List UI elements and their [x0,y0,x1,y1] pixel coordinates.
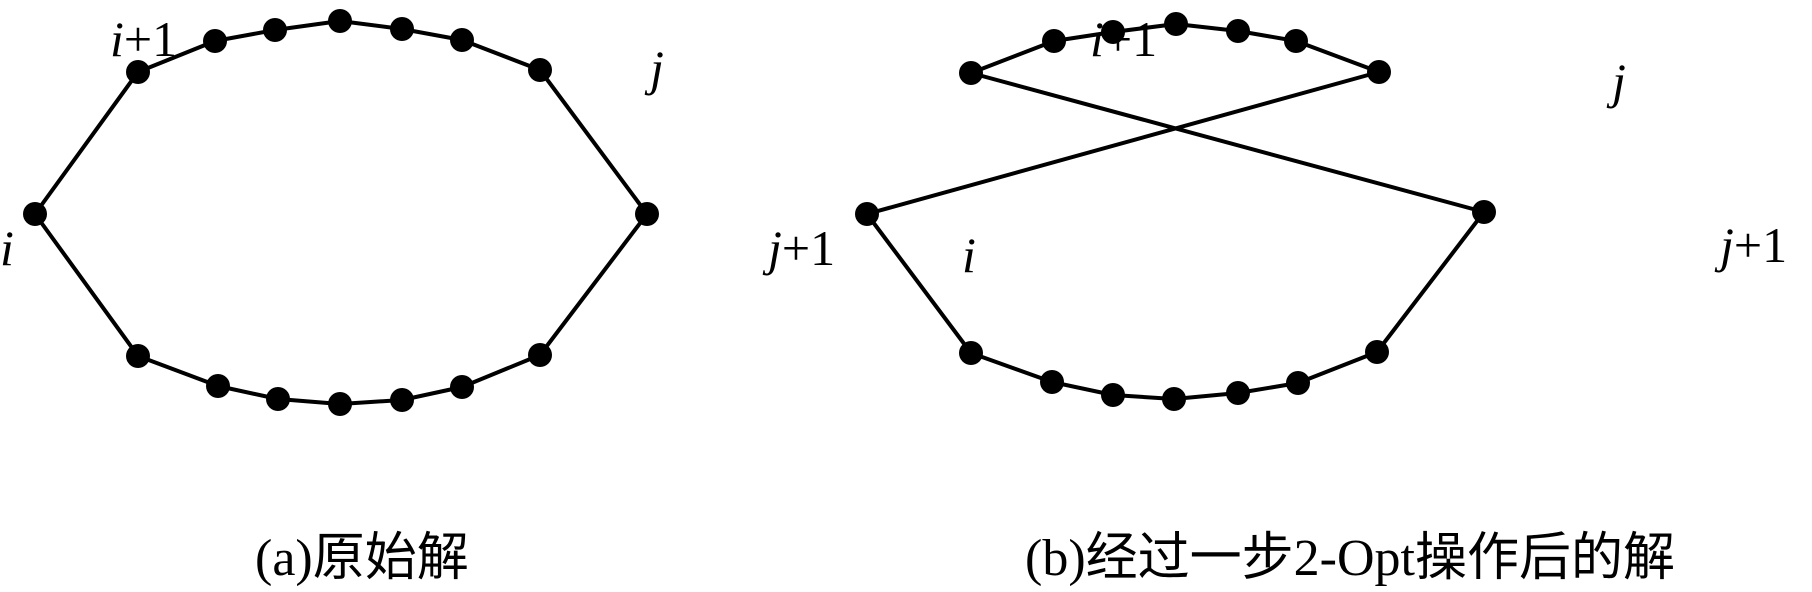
node-b [1226,381,1250,405]
nodes-original [23,9,659,416]
label-i-plus-1-a: i+1 [110,11,177,67]
node-b [959,341,983,365]
tour-bottom-a-edge [136,354,220,388]
label-j-plus-1-a: j+1 [762,220,835,276]
node-a [126,344,150,368]
tour-bottom-b-edge [1296,350,1379,385]
edge-i-plus-1-to-j-plus-1-b [969,71,1486,214]
node-a [528,343,552,367]
tour-bottom-a-edge [33,212,140,358]
node-a [328,9,352,33]
tour-top-b-edge [969,39,1056,75]
tour-top-a-edge [538,68,649,216]
node-i-plus-1-b [959,61,983,85]
node-a [390,17,414,41]
tour-bottom-a-edge [460,353,542,389]
node-j-plus-1-b [1472,200,1496,224]
tour-bottom-b-edge [1375,210,1486,354]
node-b [1164,12,1188,36]
label-i-a: i [0,220,14,276]
node-b [1101,383,1125,407]
node-j-plus-1-a [635,202,659,226]
label-j-plus-1-b: j+1 [1714,217,1787,273]
node-a [450,28,474,52]
node-a [328,392,352,416]
label-i-b: i [962,227,976,283]
node-i-b [855,202,879,226]
edges-after-2opt [865,22,1486,401]
node-a [266,387,290,411]
caption-b: (b)经过一步2-Opt操作后的解 [1025,530,1675,587]
node-a [450,375,474,399]
node-b [1101,20,1125,44]
panel-original-solution: i+1 j i j+1 (a)原始解 [0,9,835,587]
label-j-b: j [1606,53,1626,109]
node-a [206,374,230,398]
node-b [1226,19,1250,43]
node-a [390,388,414,412]
node-a [203,29,227,53]
tour-top-a-edge [136,39,217,74]
node-b [1162,387,1186,411]
node-i-plus-1-a [126,60,150,84]
node-j-a [528,58,552,82]
node-b [1286,371,1310,395]
node-b [1365,340,1389,364]
tour-top-a-edge [460,38,542,72]
tour-bottom-b-edge [969,351,1054,384]
tour-top-b-edge [1294,39,1381,74]
edge-i-to-j-b [865,70,1381,216]
panel-after-2opt: i+1 j i j+1 (b)经过一步2-Opt操作后的解 [855,11,1787,587]
node-a [263,18,287,42]
tour-top-a-edge [33,70,140,216]
node-b [1284,29,1308,53]
node-i-a [23,202,47,226]
tour-bottom-b-edge [865,212,973,355]
node-b [1040,370,1064,394]
node-j-b [1367,60,1391,84]
caption-a: (a)原始解 [255,530,469,587]
label-i-plus-1-b: i+1 [1090,11,1157,67]
node-b [1042,29,1066,53]
nodes-after-2opt [855,12,1496,411]
edges-original [33,19,649,406]
tour-bottom-a-edge [538,212,649,357]
label-j-a: j [644,40,664,96]
